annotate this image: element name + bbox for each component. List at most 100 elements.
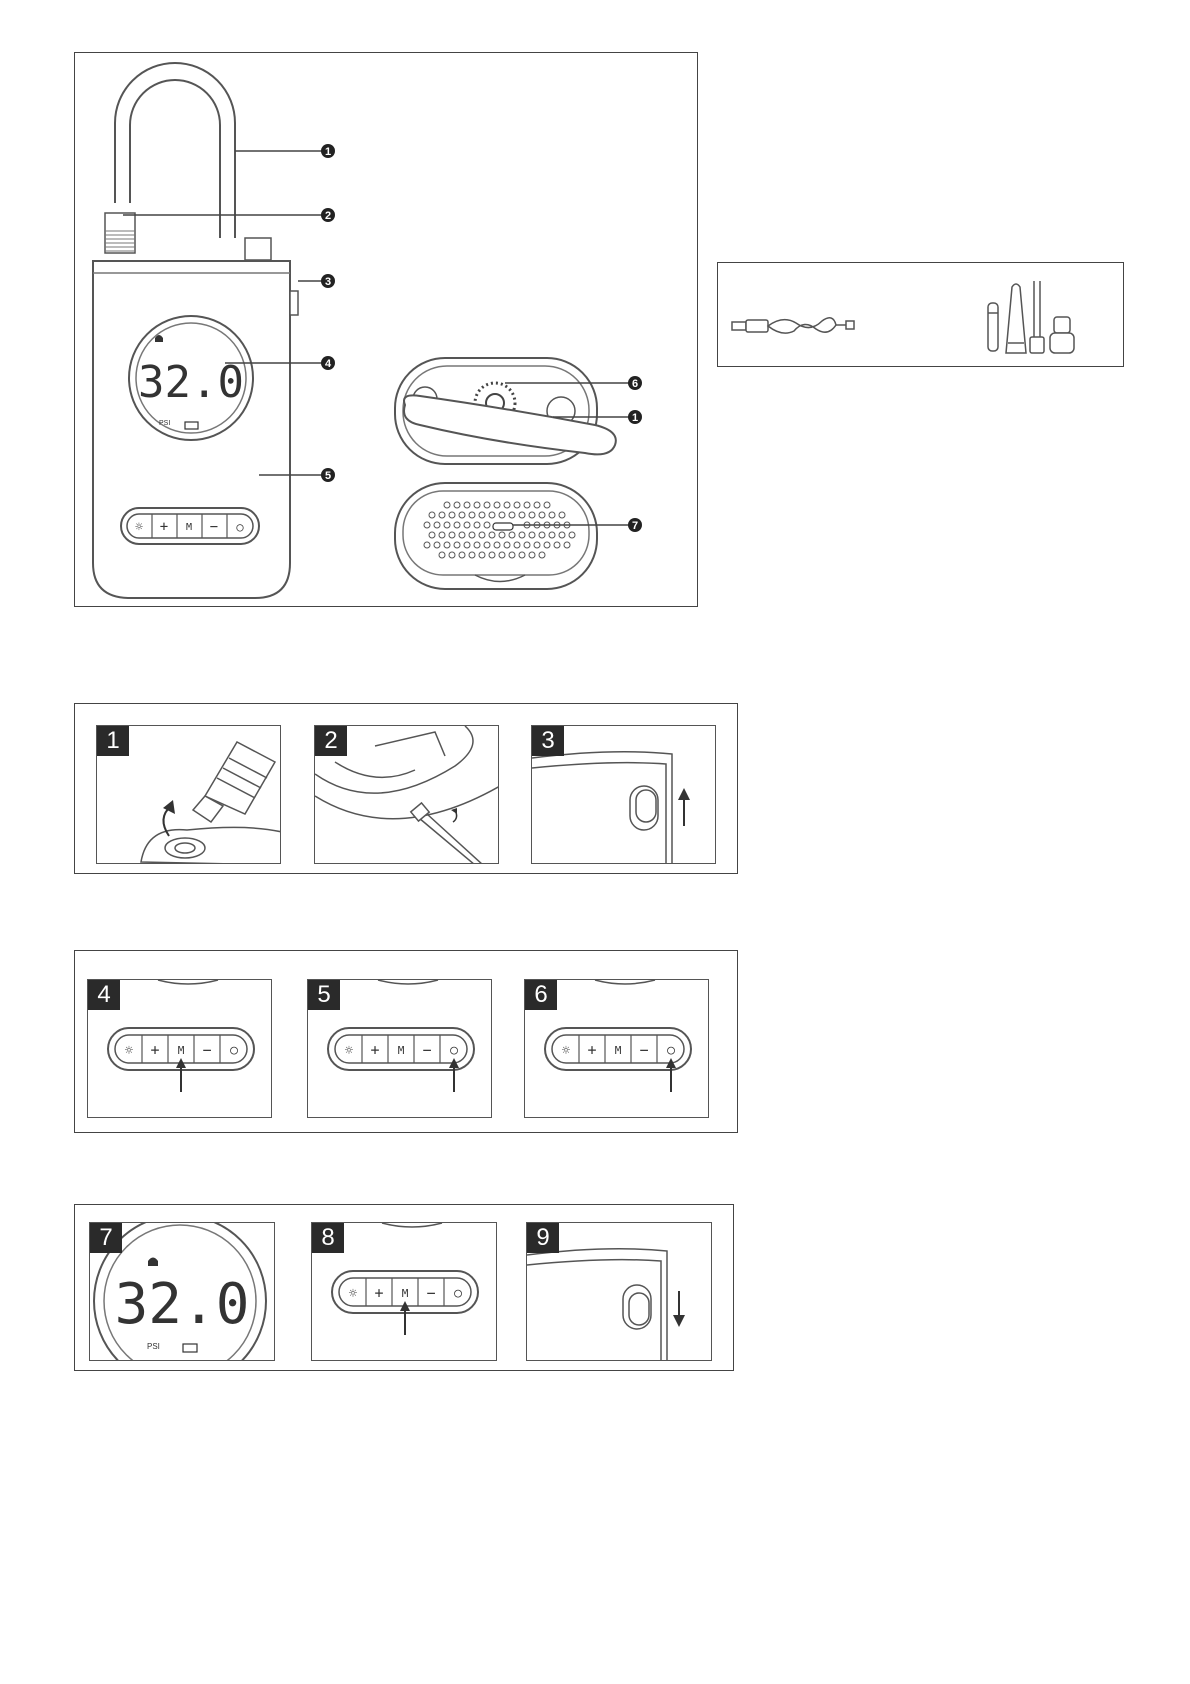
step-7: 7 32.0 PSI	[89, 1222, 275, 1361]
grille-hole	[454, 522, 460, 528]
step-4: 4 ☼ + M − ○	[87, 979, 272, 1118]
grille-hole	[539, 532, 545, 538]
grille-hole	[534, 502, 540, 508]
step-number: 1	[97, 726, 129, 756]
svg-text:+: +	[150, 1041, 159, 1059]
key-plus: +	[160, 519, 168, 535]
grille-hole	[554, 542, 560, 548]
grille-hole	[539, 512, 545, 518]
svg-text:M: M	[615, 1044, 622, 1057]
step-2: 2	[314, 725, 499, 864]
step-8: 8 ☼ + M − ○	[311, 1222, 497, 1361]
grille-hole	[464, 522, 470, 528]
grille-hole	[479, 552, 485, 558]
svg-text:+: +	[587, 1041, 596, 1059]
grille-hole	[514, 502, 520, 508]
callout-1: 1	[321, 144, 335, 158]
accessories-panel	[717, 262, 1124, 367]
grille-hole	[454, 502, 460, 508]
grille-hole	[524, 502, 530, 508]
grille-hole	[489, 532, 495, 538]
grille-hole	[449, 552, 455, 558]
svg-text:M: M	[402, 1287, 409, 1300]
grille-hole	[504, 542, 510, 548]
grille-hole	[544, 542, 550, 548]
step-number: 4	[88, 980, 120, 1010]
grille-hole	[434, 522, 440, 528]
grille-hole	[494, 502, 500, 508]
grille-hole	[439, 552, 445, 558]
callout-7: 7	[628, 518, 642, 532]
grille-hole	[519, 552, 525, 558]
key-power: ○	[236, 520, 243, 534]
step-1: 1	[96, 725, 281, 864]
step-number: 3	[532, 726, 564, 756]
grille-hole	[509, 512, 515, 518]
svg-text:☼: ☼	[562, 1043, 571, 1059]
grille-hole	[549, 532, 555, 538]
svg-text:M: M	[398, 1044, 405, 1057]
grille-hole	[504, 502, 510, 508]
usb-cable-icon	[732, 318, 854, 333]
grille-hole	[519, 532, 525, 538]
grille-hole	[529, 532, 535, 538]
step-6: 6 ☼ + M − ○	[524, 979, 709, 1118]
grille-hole	[489, 512, 495, 518]
hook-clip	[245, 238, 271, 260]
svg-text:+: +	[374, 1284, 383, 1302]
svg-text:PSI: PSI	[147, 1342, 160, 1351]
svg-text:☼: ☼	[125, 1043, 134, 1059]
grille-hole	[444, 502, 450, 508]
svg-text:4: 4	[325, 358, 332, 370]
accessories-svg	[718, 263, 1125, 368]
step-number: 5	[308, 980, 340, 1010]
step-number: 7	[90, 1223, 122, 1253]
grille-hole	[559, 512, 565, 518]
callout-1b: 1	[628, 410, 642, 424]
grille-hole	[469, 532, 475, 538]
grille-hole	[464, 542, 470, 548]
svg-text:○: ○	[667, 1043, 675, 1058]
svg-text:1: 1	[325, 146, 331, 158]
svg-text:1: 1	[632, 412, 638, 424]
svg-text:+: +	[370, 1041, 379, 1059]
grille-hole	[524, 542, 530, 548]
grille-hole	[499, 552, 505, 558]
grille-hole	[429, 532, 435, 538]
svg-text:○: ○	[450, 1043, 458, 1058]
svg-text:☼: ☼	[349, 1286, 358, 1302]
grille-hole	[449, 532, 455, 538]
svg-text:5: 5	[325, 470, 331, 482]
display-reading: 32.0	[138, 357, 244, 408]
svg-text:2: 2	[325, 210, 331, 222]
callout-6: 6	[628, 376, 642, 390]
svg-text:☼: ☼	[345, 1043, 354, 1059]
grille-hole	[429, 512, 435, 518]
svg-text:−: −	[422, 1041, 431, 1059]
hook-outer	[115, 63, 235, 238]
grille-hole	[479, 532, 485, 538]
grille-hole	[434, 542, 440, 548]
grille-hole	[484, 502, 490, 508]
svg-text:M: M	[178, 1044, 185, 1057]
grille-hole	[474, 542, 480, 548]
key-light: ☼	[135, 520, 143, 535]
grille-hole	[439, 512, 445, 518]
grille-hole	[474, 522, 480, 528]
step-5: 5 ☼ + M − ○	[307, 979, 492, 1118]
key-minus: −	[210, 519, 218, 535]
grille-hole	[484, 542, 490, 548]
grille-hole	[569, 532, 575, 538]
grille-hole	[499, 512, 505, 518]
nozzle-adapters-icon	[988, 281, 1074, 353]
grille-hole	[474, 502, 480, 508]
svg-text:○: ○	[230, 1043, 238, 1058]
grille-hole	[484, 522, 490, 528]
callout-4: 4	[321, 356, 335, 370]
svg-text:○: ○	[454, 1286, 462, 1301]
svg-text:6: 6	[632, 378, 638, 390]
callout-5: 5	[321, 468, 335, 482]
steps-row-1: 1 2	[74, 703, 738, 874]
step-3: 3	[531, 725, 716, 864]
grille-hole	[489, 552, 495, 558]
